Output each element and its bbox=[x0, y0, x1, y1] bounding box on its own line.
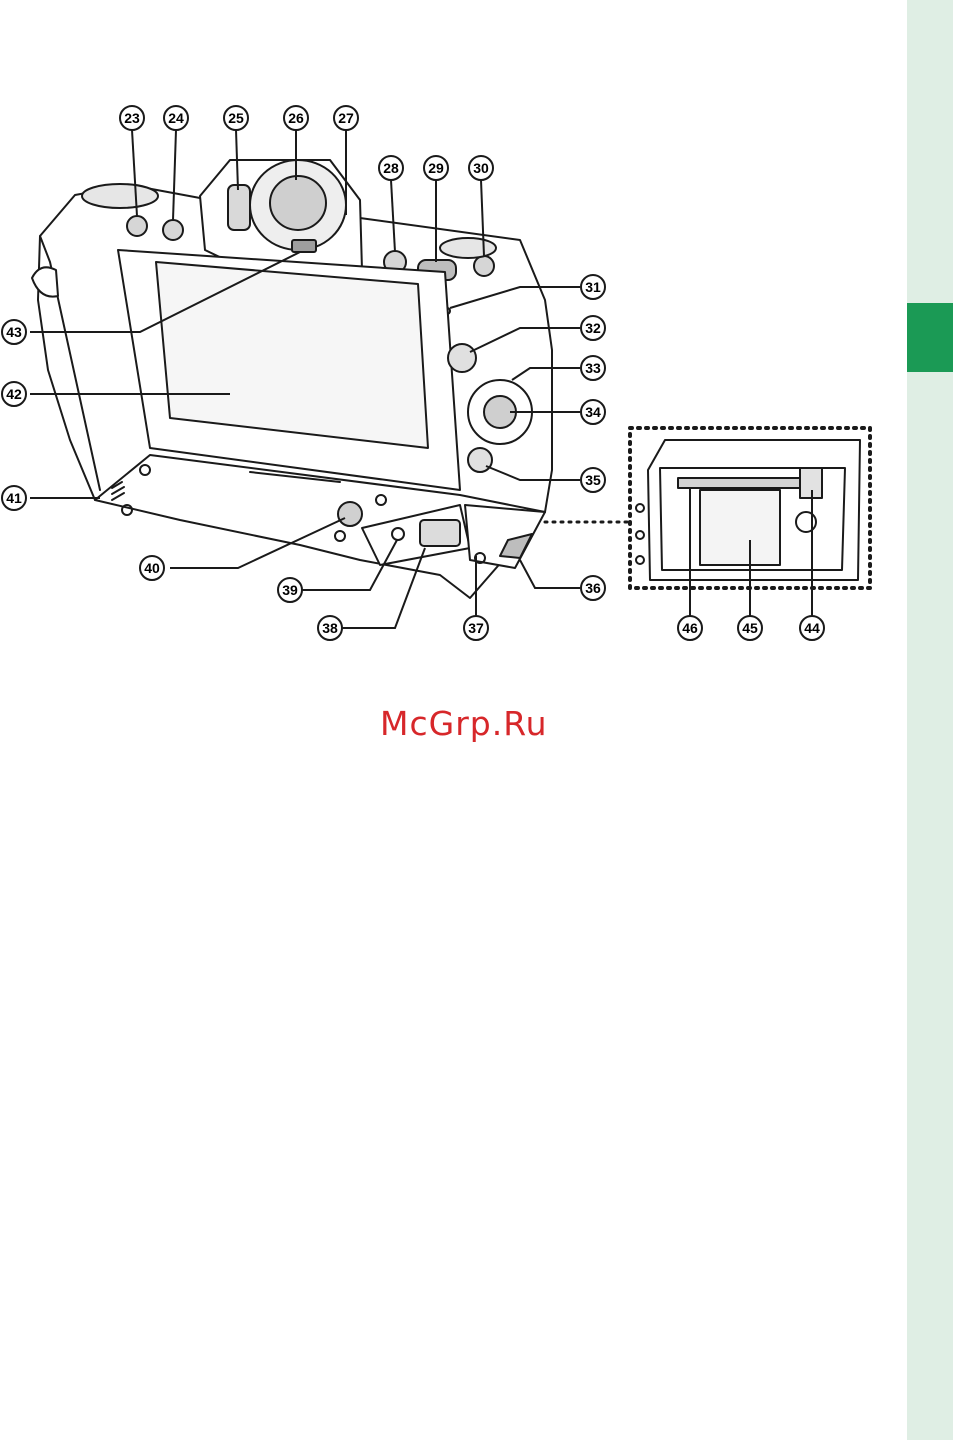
callout-number: 25 bbox=[228, 110, 244, 126]
battery-latch bbox=[420, 520, 460, 546]
button-35 bbox=[468, 448, 492, 472]
button-30 bbox=[474, 256, 494, 276]
callout-number: 35 bbox=[585, 472, 601, 488]
callout-36: 36 bbox=[581, 576, 605, 600]
callout-number: 43 bbox=[6, 324, 22, 340]
callout-41: 41 bbox=[2, 486, 26, 510]
tripod-mount bbox=[338, 502, 362, 526]
side-strip bbox=[907, 0, 953, 1440]
callout-42: 42 bbox=[2, 382, 26, 406]
button-32 bbox=[448, 344, 476, 372]
callout-number: 46 bbox=[682, 620, 698, 636]
camera-back-diagram: 23 24 25 26 27 28 29 30 31 32 33 34 35 3… bbox=[0, 0, 907, 660]
callout-39: 39 bbox=[278, 578, 302, 602]
callout-35: 35 bbox=[581, 468, 605, 492]
callout-number: 34 bbox=[585, 404, 601, 420]
callout-number: 27 bbox=[338, 110, 354, 126]
callout-number: 41 bbox=[6, 490, 22, 506]
button-39 bbox=[392, 528, 404, 540]
callout-number: 32 bbox=[585, 320, 601, 336]
eyepiece-lens bbox=[270, 176, 326, 230]
callout-45: 45 bbox=[738, 616, 762, 640]
callout-32: 32 bbox=[581, 316, 605, 340]
callout-28: 28 bbox=[379, 156, 403, 180]
callout-26: 26 bbox=[284, 106, 308, 130]
callout-number: 24 bbox=[168, 110, 184, 126]
callout-number: 39 bbox=[282, 582, 298, 598]
eye-sensor bbox=[292, 240, 316, 252]
callout-number: 33 bbox=[585, 360, 601, 376]
callout-38: 38 bbox=[318, 616, 342, 640]
callout-number: 26 bbox=[288, 110, 304, 126]
callout-number: 36 bbox=[585, 580, 601, 596]
callout-number: 30 bbox=[473, 160, 489, 176]
callout-number: 28 bbox=[383, 160, 399, 176]
callout-37: 37 bbox=[464, 616, 488, 640]
callout-29: 29 bbox=[424, 156, 448, 180]
callout-43: 43 bbox=[2, 320, 26, 344]
callout-number: 40 bbox=[144, 560, 160, 576]
callout-40: 40 bbox=[140, 556, 164, 580]
button-24 bbox=[163, 220, 183, 240]
callout-44: 44 bbox=[800, 616, 824, 640]
lcd-screen bbox=[156, 262, 428, 448]
callout-27: 27 bbox=[334, 106, 358, 130]
callout-number: 44 bbox=[804, 620, 820, 636]
callout-46: 46 bbox=[678, 616, 702, 640]
battery bbox=[700, 490, 780, 565]
button-23 bbox=[127, 216, 147, 236]
callout-number: 42 bbox=[6, 386, 22, 402]
callout-number: 45 bbox=[742, 620, 758, 636]
callout-34: 34 bbox=[581, 400, 605, 424]
callout-number: 37 bbox=[468, 620, 484, 636]
callout-number: 23 bbox=[124, 110, 140, 126]
callout-31: 31 bbox=[581, 275, 605, 299]
battery-compartment-inset bbox=[545, 428, 870, 588]
diopter-dial bbox=[228, 185, 250, 230]
callout-number: 31 bbox=[585, 279, 601, 295]
callout-23: 23 bbox=[120, 106, 144, 130]
callout-number: 38 bbox=[322, 620, 338, 636]
callout-number: 29 bbox=[428, 160, 444, 176]
callout-25: 25 bbox=[224, 106, 248, 130]
watermark-text: McGrp.Ru bbox=[380, 700, 600, 748]
callout-24: 24 bbox=[164, 106, 188, 130]
callout-33: 33 bbox=[581, 356, 605, 380]
chapter-tab bbox=[907, 303, 953, 372]
callout-30: 30 bbox=[469, 156, 493, 180]
memory-card-slot bbox=[678, 478, 808, 488]
top-dial-left bbox=[82, 184, 158, 208]
